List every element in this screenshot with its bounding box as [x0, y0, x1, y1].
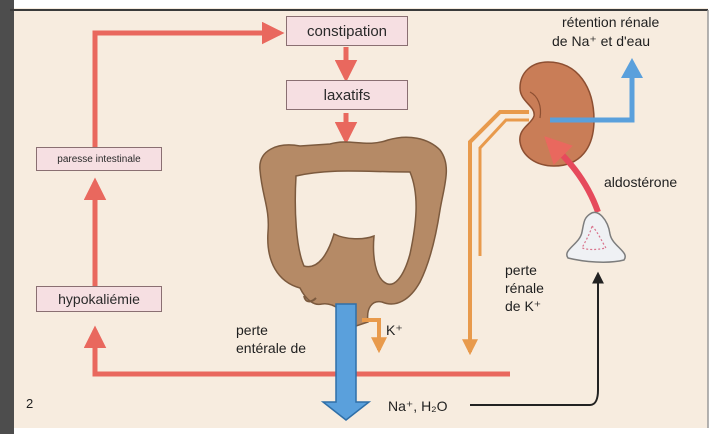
- constipation-box: constipation: [286, 16, 408, 46]
- renal-loss-label-line3: de K⁺: [505, 298, 541, 315]
- enteral-loss-label-line1: perte: [236, 322, 268, 339]
- renal-loss-label-line1: perte: [505, 262, 537, 279]
- na-h2o-label: Na⁺, H₂O: [388, 398, 448, 415]
- laxatifs-box: laxatifs: [286, 80, 408, 110]
- retention-label-line1: rétention rénale: [562, 14, 659, 31]
- k-plus-label: K⁺: [386, 322, 403, 339]
- retention-label-line2: de Na⁺ et d'eau: [552, 33, 650, 50]
- hypokaliemie-box: hypokaliémie: [36, 286, 162, 312]
- enteral-loss-label-line2: entérale de: [236, 340, 306, 357]
- figure-number: 2: [26, 396, 33, 412]
- left-binding-edge: [0, 0, 14, 434]
- paresse-intestinale-box: paresse intestinale: [36, 147, 162, 171]
- aldosterone-label: aldostérone: [604, 174, 677, 191]
- renal-loss-label-line2: rénale: [505, 280, 544, 297]
